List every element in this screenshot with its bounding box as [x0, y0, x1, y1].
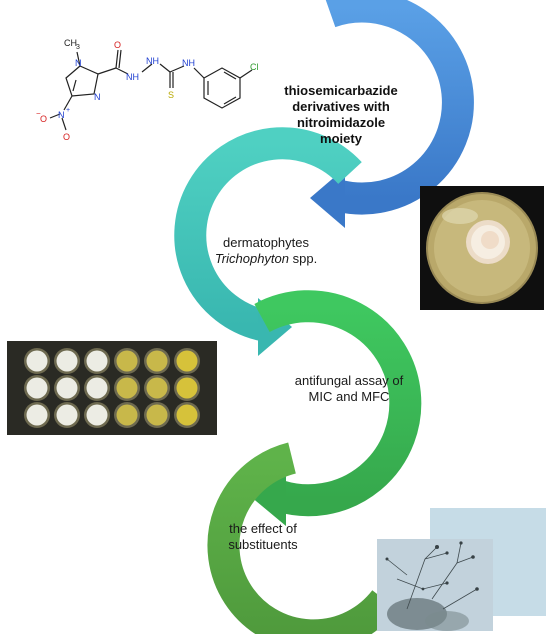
well	[116, 404, 138, 426]
well	[56, 377, 78, 399]
arrow-1	[325, 0, 474, 215]
nitro-n-label: N	[58, 110, 65, 120]
well	[176, 404, 198, 426]
step-1-label: thiosemicarbazide derivatives with nitro…	[276, 83, 406, 147]
step-2-label: dermatophytes Trichophyton spp.	[206, 235, 326, 267]
step-4-label: the effect of substituents	[208, 521, 318, 553]
step-2-line-1: dermatophytes	[223, 235, 309, 250]
well	[146, 350, 168, 372]
n1-label: N	[75, 58, 82, 68]
hydrazide2-label: NH	[146, 56, 159, 66]
arrow-4	[207, 442, 398, 634]
thio-s-label: S	[168, 90, 174, 100]
n3-label: N	[94, 92, 101, 102]
well	[176, 350, 198, 372]
well	[176, 377, 198, 399]
well	[116, 350, 138, 372]
step-4-line-1: the effect of	[229, 521, 297, 536]
nitro-o2-label: O	[63, 132, 70, 142]
methyl-subscript: 3	[76, 44, 80, 51]
amine-label: NH	[182, 58, 195, 68]
well-plate-photo	[7, 341, 217, 435]
petri-dish-photo	[420, 186, 544, 310]
arrowhead-1	[310, 168, 345, 228]
well	[56, 404, 78, 426]
step-1-line-3: nitroimidazole	[296, 115, 386, 130]
genus-name: Trichophyton	[214, 251, 289, 266]
arrow-3	[254, 290, 422, 517]
arrow-2	[174, 127, 362, 341]
step-1-line-4: moiety	[320, 131, 362, 146]
well	[146, 377, 168, 399]
step-1-line-1: thiosemicarbazide	[284, 83, 398, 98]
well	[26, 377, 48, 399]
hydrazide-label: NH	[126, 72, 139, 82]
step-3-label: antifungal assay of MIC and MFC	[284, 373, 414, 405]
well	[86, 404, 108, 426]
well	[116, 377, 138, 399]
step-3-line-1: antifungal assay of	[294, 373, 404, 388]
methyl-label: CH	[64, 38, 77, 48]
step-4-line-2: substituents	[228, 537, 298, 552]
step-3-line-2: MIC and MFC	[308, 389, 390, 404]
well	[146, 404, 168, 426]
nitro-minus: −	[36, 109, 41, 118]
nitro-plus: +	[66, 107, 70, 114]
carbonyl-o-label: O	[114, 40, 121, 50]
well	[26, 350, 48, 372]
microscopy-photo	[377, 539, 493, 631]
step-1-line-2: derivatives with	[292, 99, 390, 114]
well	[56, 350, 78, 372]
arrowhead-3	[250, 466, 286, 526]
chloro-label: Cl	[250, 62, 259, 72]
well	[26, 404, 48, 426]
nitro-o-label: O	[40, 114, 47, 124]
genus-suffix: spp.	[289, 251, 318, 266]
well	[86, 377, 108, 399]
well	[86, 350, 108, 372]
step-2-line-2: Trichophyton spp.	[206, 251, 326, 267]
molecule-structure: CH 3 N N N + O − O O NH NH S NH Cl	[36, 38, 259, 142]
